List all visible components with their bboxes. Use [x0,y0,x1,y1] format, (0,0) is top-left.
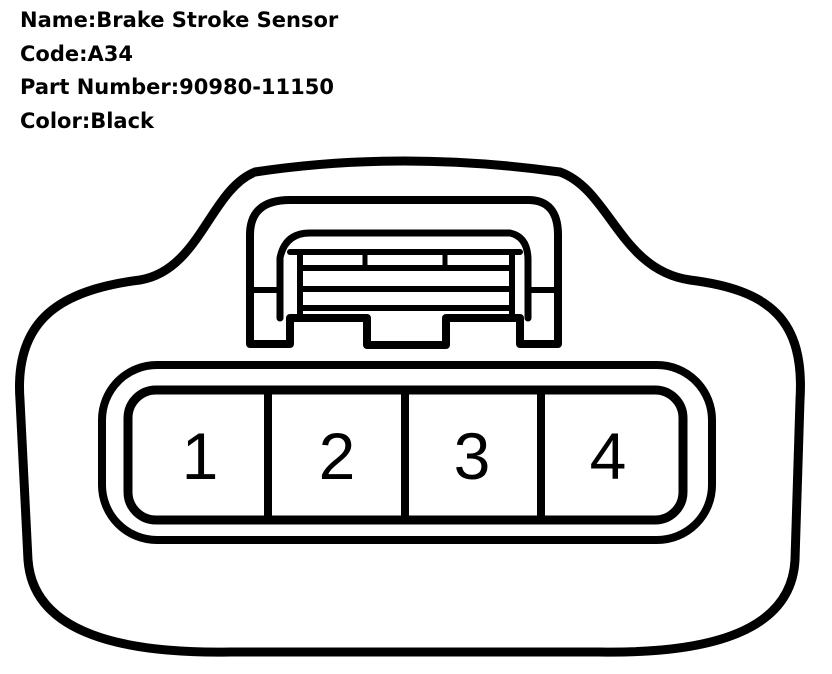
name-row: Name:Brake Stroke Sensor [20,4,338,38]
pin-1-label: 1 [182,419,219,493]
color-row: Color:Black [20,105,338,139]
part-number-row: Part Number:90980-11150 [20,71,338,105]
pin-3-label: 3 [454,419,491,493]
latch-inner-body [276,229,532,322]
color-value: Black [90,108,155,133]
code-row: Code:A34 [20,38,338,72]
latch-frame [246,196,562,349]
terminal-cavity-outer [98,361,716,544]
connector-housing-outline [14,156,805,657]
name-value: Brake Stroke Sensor [96,8,339,32]
code-label: Code: [20,41,88,66]
code-value: A34 [87,41,133,66]
part-number-value: 90980-11150 [179,75,334,99]
connector-info: Name:Brake Stroke Sensor Code:A34 Part N… [20,4,338,138]
color-label: Color: [20,108,91,133]
part-number-label: Part Number: [20,75,180,99]
pin-4-label: 4 [590,419,627,493]
name-label: Name: [20,8,97,32]
pin-2-label: 2 [319,419,356,493]
